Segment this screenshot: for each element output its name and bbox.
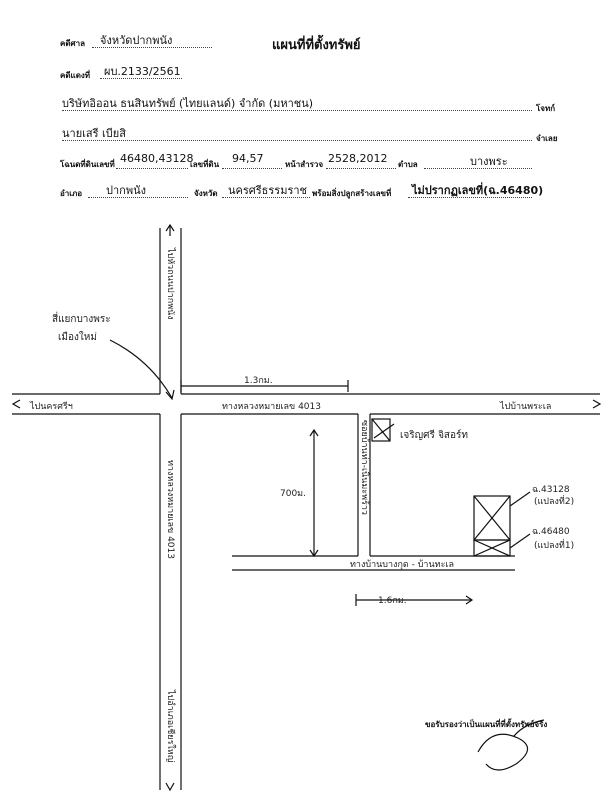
intersection-note-1: สี่แยกบางพระ bbox=[52, 311, 111, 325]
district-value: ปากพนัง bbox=[106, 184, 146, 197]
parcel-1-label: ฉ.43128 bbox=[532, 485, 570, 495]
certification-text: ขอรับรองว่าเป็นแผนที่ที่ตั้งทรัพย์จริง bbox=[425, 720, 548, 729]
court-label: คดีศาล bbox=[60, 39, 86, 48]
plaintiff-label: โจทก์ bbox=[536, 104, 556, 113]
deed-value: 46480,43128 bbox=[120, 152, 194, 165]
east-road-label: ไปบ้านพระเล bbox=[499, 401, 551, 412]
case-dotline bbox=[100, 78, 182, 79]
dist-3-label: 1.6กม. bbox=[378, 596, 407, 606]
subdistrict-label: ตำบล bbox=[398, 160, 418, 169]
east-arrow bbox=[592, 399, 602, 409]
province-dotline bbox=[222, 197, 310, 198]
defendant-value: นายเสรี เบียสิ bbox=[62, 127, 126, 140]
parcel-2-note: (แปลงที่1) bbox=[534, 538, 574, 551]
plaintiff-dotline bbox=[62, 110, 532, 111]
signature-mark bbox=[477, 719, 545, 771]
north-road-label: ไปหัวถนนปากพนัง bbox=[165, 247, 176, 320]
province-value: นครศรีธรรมราช bbox=[228, 184, 308, 197]
deed-dotline bbox=[116, 168, 188, 169]
south-road-label: ทางหลวงหมายเลข 4013 bbox=[165, 460, 175, 559]
building-value: ไม่ปรากฏเลขที่(ฉ.46480) bbox=[412, 184, 544, 197]
land-no-value: 94,57 bbox=[232, 152, 264, 165]
dist-1-label: 1.3กม. bbox=[244, 376, 273, 386]
parcel-1-note: (แปลงที่2) bbox=[534, 494, 574, 507]
case-label: คดีแดงที่ bbox=[60, 71, 91, 80]
document-title: แผนที่ที่ตั้งทรัพย์ bbox=[272, 38, 361, 53]
parcel-2-label: ฉ.46480 bbox=[532, 527, 570, 537]
land-no-dotline bbox=[222, 168, 282, 169]
shop-landmark-cross bbox=[371, 418, 391, 442]
plaintiff-value: บริษัทอิออน ธนสินทรัพย์ (ไทยแลนด์) จำกัด… bbox=[62, 97, 314, 110]
west-road-label: ไปนครศรีฯ bbox=[29, 401, 73, 412]
side-road-label: ซอยบ้านท่า-เนินมะพร้าว bbox=[359, 420, 370, 515]
subdistrict-value: บางพระ bbox=[470, 155, 508, 168]
shop-landmark bbox=[371, 418, 391, 442]
case-value: ผบ.2133/2561 bbox=[104, 65, 181, 78]
south-end-label: ไปอำเภอเชียรใหญ่ bbox=[165, 689, 176, 763]
survey-dotline bbox=[326, 168, 396, 169]
west-arrow bbox=[11, 399, 21, 409]
survey-label: หน้าสำรวจ bbox=[285, 160, 324, 169]
deed-label: โฉนดที่ดินเลขที่ bbox=[60, 160, 115, 169]
court-dotline bbox=[92, 47, 212, 48]
court-value: จังหวัดปากพนัง bbox=[100, 34, 173, 47]
defendant-dotline bbox=[62, 140, 532, 141]
district-label: อำเภอ bbox=[60, 189, 83, 198]
intersection-pointer bbox=[109, 339, 173, 399]
shop-label: เจริญศรี จิสอร์ท bbox=[400, 429, 468, 441]
intersection-note-2: เมืองใหม่ bbox=[58, 331, 97, 343]
building-dotline bbox=[408, 197, 532, 198]
district-dotline bbox=[88, 197, 188, 198]
survey-value: 2528,2012 bbox=[328, 152, 388, 165]
building-label: พร้อมสิ่งปลูกสร้างเลขที่ bbox=[312, 189, 392, 198]
bottom-road-label: ทางบ้านบางกุด - บ้านทะเล bbox=[350, 559, 454, 570]
defendant-label: จำเลย bbox=[536, 134, 558, 143]
south-arrow bbox=[165, 782, 175, 792]
province-label: จังหวัด bbox=[194, 189, 218, 198]
land-no-label: เลขที่ดิน bbox=[190, 160, 220, 169]
dist-2-label: 700ม. bbox=[280, 489, 306, 499]
subdistrict-dotline bbox=[424, 168, 532, 169]
highway-label: ทางหลวงหมายเลข 4013 bbox=[222, 402, 321, 412]
